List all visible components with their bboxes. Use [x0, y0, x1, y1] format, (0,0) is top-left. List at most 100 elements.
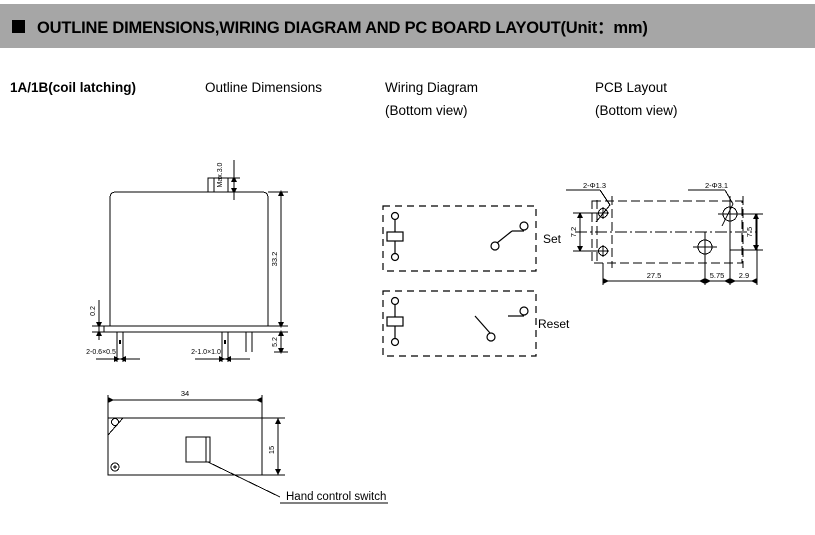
pcb-callout-right: 2-Φ3.1: [705, 181, 728, 190]
hand-control-switch-lines: [205, 437, 211, 462]
pcb-hole-left-bottom-cross: [597, 245, 609, 257]
pcb-dim-bottom-mid: 5.75: [710, 271, 725, 280]
pcb-hole-right-cross: [718, 200, 742, 230]
bottom-view-body: [107, 417, 263, 476]
column-heading-label: Wiring Diagram: [385, 80, 479, 95]
callout-left-leader: [595, 189, 611, 223]
pcb-dim-left-vertical: 7.2: [569, 227, 578, 237]
height-extension-lines: [268, 191, 288, 327]
pcb-layout-drawing: [566, 189, 763, 285]
bottom-view-hole-top: [111, 418, 119, 426]
pin-left-ext: [116, 356, 124, 362]
dim-left-small: 0.2: [90, 306, 97, 316]
pcb-hole-left-top-cross: [597, 207, 609, 219]
wiring-diagram-reset: [382, 290, 537, 357]
pcb-dim-bottom-right: 2.9: [739, 271, 749, 280]
arrow: [705, 278, 711, 284]
pcb-left-dim-ext: [573, 212, 597, 252]
arrow-up: [231, 176, 237, 182]
pcb-footprint-outline: [591, 200, 743, 264]
contact-blade: [474, 315, 491, 334]
terminal-contact-nc: [519, 306, 529, 316]
dim-bottom-view-width: 34: [181, 389, 189, 398]
arrow: [96, 330, 102, 336]
coil-body: [386, 316, 404, 327]
section-header-bar: OUTLINE DIMENSIONS,WIRING DIAGRAM AND PC…: [0, 4, 815, 48]
column-heading-wiring-diagram: Wiring Diagram (Bottom view): [385, 80, 478, 118]
column-heading-sublabel: (Bottom view): [385, 103, 468, 118]
pcb-hole-center-cross: [693, 233, 717, 261]
arrow-up: [278, 190, 284, 196]
arrow: [275, 418, 281, 424]
pcb-hole-left-bottom: [598, 246, 608, 256]
terminal-coil-top: [390, 211, 400, 221]
bottom-view-hole-bottom: [110, 462, 120, 472]
terminal-contact-no: [519, 221, 529, 231]
arrow: [577, 212, 583, 218]
pcb-hole-right-large: [722, 206, 738, 222]
dim-pin-left: 2-0.6×0.5: [86, 349, 116, 356]
column-heading-contact-form: 1A/1B(coil latching): [10, 80, 136, 95]
bottom-view-hole-cross: [113, 465, 117, 469]
pcb-dim-right-vertical: 7.5: [745, 227, 754, 237]
callout-leader-line: [207, 461, 281, 498]
arrow: [730, 278, 736, 284]
terminal-contact-common: [486, 332, 496, 342]
hand-control-switch-block: [185, 436, 211, 463]
column-heading-pcb-layout: PCB Layout (Bottom view): [595, 80, 678, 118]
arrow: [96, 322, 102, 328]
tab-extension-lines: [228, 177, 240, 193]
dim-right-small: 5.2: [272, 337, 279, 347]
arrow: [275, 469, 281, 475]
arrow: [699, 278, 705, 284]
relay-top-tab: [207, 177, 229, 192]
outline-side-view-drawing: [92, 160, 288, 362]
relay-pin-center: [221, 332, 229, 356]
arrow: [753, 213, 759, 219]
contact-blade: [496, 230, 513, 244]
hand-control-switch-callout: Hand control switch: [286, 491, 386, 503]
coil-body: [386, 231, 404, 242]
left-small-extension: [92, 325, 110, 333]
arrow-up: [278, 330, 284, 336]
outline-bottom-view-drawing: [107, 395, 388, 504]
column-heading-label: 1A/1B(coil latching): [10, 80, 137, 95]
width-extension-lines: [107, 395, 263, 418]
arrow: [256, 397, 262, 403]
arrow: [225, 356, 231, 362]
relay-base-line: [103, 326, 274, 333]
pin-center-ext: [221, 356, 229, 362]
pcb-callout-left: 2-Φ1.3: [583, 181, 606, 190]
wiring-set-boundary: [382, 205, 537, 272]
terminal-coil-top: [390, 296, 400, 306]
arrow: [577, 246, 583, 252]
arrow: [108, 397, 114, 403]
height-extension-lines: [262, 417, 285, 476]
pcb-hole-center: [697, 239, 713, 255]
arrow: [603, 278, 609, 284]
arrow-down: [231, 188, 237, 194]
bottom-view-chamfer: [107, 417, 124, 436]
column-heading-label: Outline Dimensions: [205, 80, 323, 95]
relay-body-outline: [109, 191, 269, 327]
arrow: [120, 356, 126, 362]
arrow-down: [278, 348, 284, 354]
arrow: [114, 356, 120, 362]
terminal-coil-bottom: [390, 337, 400, 347]
dim-bottom-view-height: 15: [267, 446, 276, 454]
dim-height: 33.2: [270, 252, 279, 267]
pcb-right-dim-ext: [730, 213, 763, 251]
wiring-reset-boundary: [382, 290, 537, 357]
dim-pin-center: 2-1.0×1.0: [191, 349, 221, 356]
relay-pin-left: [116, 332, 124, 356]
column-heading-outline-dimensions: Outline Dimensions: [205, 80, 322, 95]
arrow: [219, 356, 225, 362]
pcb-hole-left-top: [598, 208, 608, 218]
arrow: [751, 278, 757, 284]
column-heading-label: PCB Layout: [595, 80, 668, 95]
terminal-contact-common: [490, 241, 500, 251]
wiring-label-reset: Reset: [538, 317, 570, 331]
column-heading-sublabel: (Bottom view): [595, 103, 678, 118]
arrow-down: [278, 322, 284, 328]
square-bullet-icon: [12, 19, 25, 33]
